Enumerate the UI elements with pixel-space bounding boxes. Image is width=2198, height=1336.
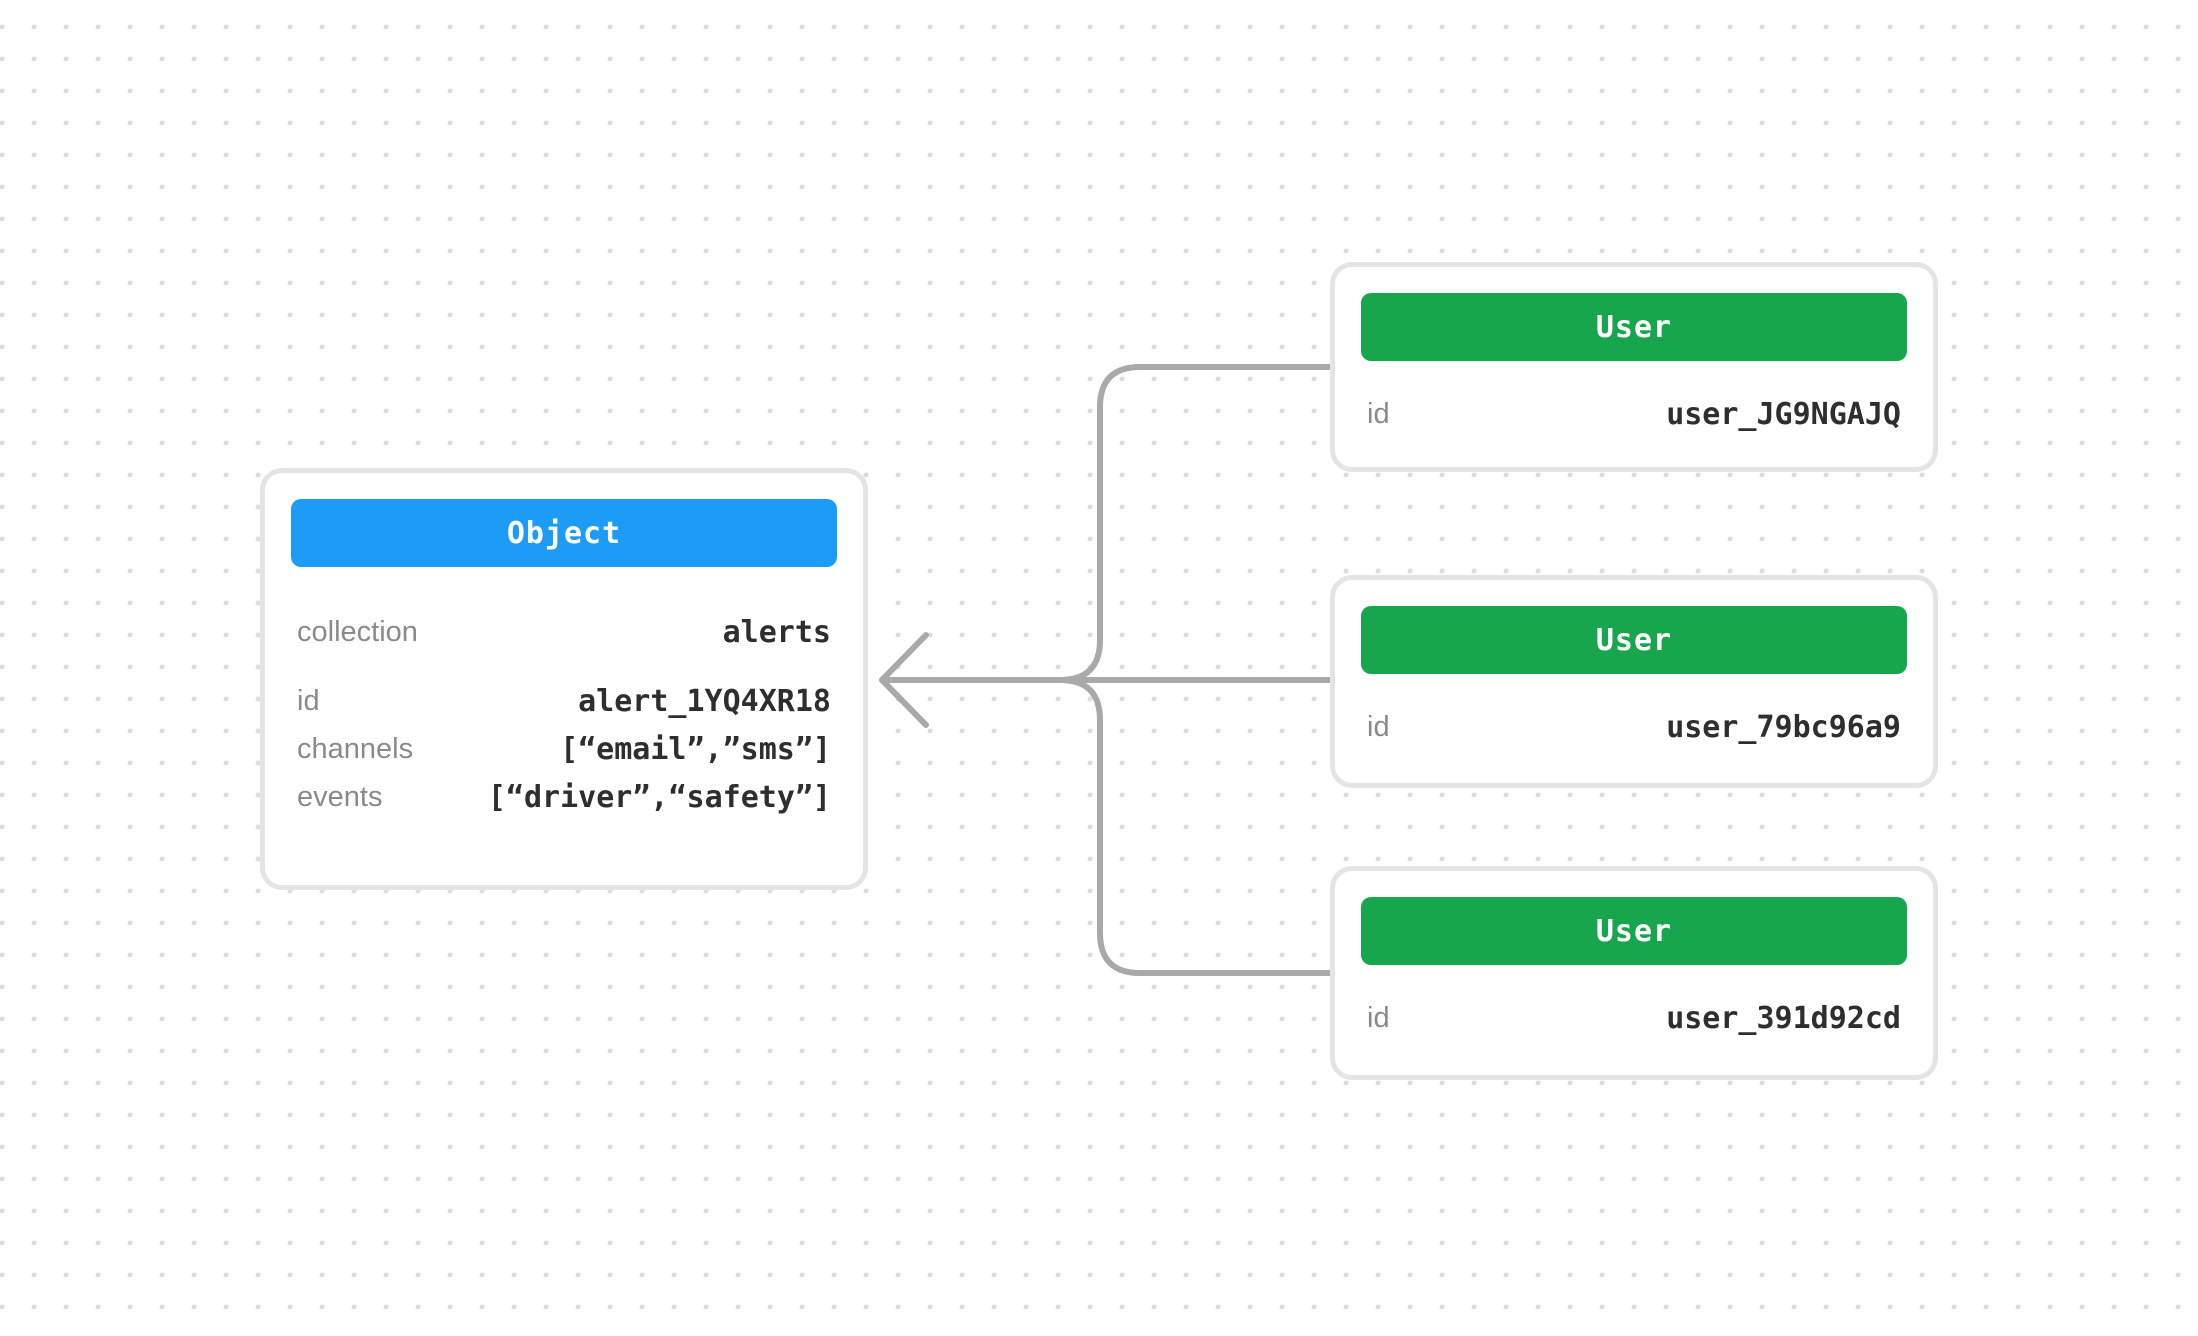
user-card-header: User [1361,606,1907,674]
object-field-id: id alert_1YQ4XR18 [297,677,831,725]
arrow-left-icon [879,632,929,728]
user-field-id: id user_JG9NGAJQ [1367,390,1901,438]
object-card-header: Object [291,499,837,567]
field-value: alerts [722,614,831,650]
user-card-header: User [1361,897,1907,965]
object-field-collection: collection alerts [297,609,831,655]
user-field-id: id user_391d92cd [1367,994,1901,1042]
field-value: [“email”,”sms”] [560,731,831,767]
field-value: user_79bc96a9 [1666,709,1901,745]
object-card[interactable]: Object collection alerts id alert_1YQ4XR… [260,468,868,890]
field-value: alert_1YQ4XR18 [578,683,831,719]
user-field-id: id user_79bc96a9 [1367,703,1901,751]
connector-bottom-user [997,677,1333,976]
field-value: user_JG9NGAJQ [1666,396,1901,432]
object-card-title: Object [506,515,622,551]
field-label: channels [297,732,414,765]
object-field-events: events [“driver”,“safety”] [297,773,831,821]
field-value: [“driver”,“safety”] [487,779,831,815]
connector-top-user [997,364,1333,683]
user-card-header: User [1361,293,1907,361]
user-card-title: User [1595,309,1673,345]
field-value: user_391d92cd [1666,1000,1901,1036]
field-label: events [297,780,383,813]
user-card-3[interactable]: User id user_391d92cd [1330,866,1938,1080]
user-card-1[interactable]: User id user_JG9NGAJQ [1330,262,1938,472]
field-label: id [297,684,320,717]
field-label: id [1367,710,1390,743]
user-card-title: User [1595,913,1673,949]
field-label: collection [297,615,418,648]
object-field-channels: channels [“email”,”sms”] [297,725,831,773]
user-card-2[interactable]: User id user_79bc96a9 [1330,575,1938,788]
field-label: id [1367,397,1390,430]
user-card-title: User [1595,622,1673,658]
field-label: id [1367,1001,1390,1034]
